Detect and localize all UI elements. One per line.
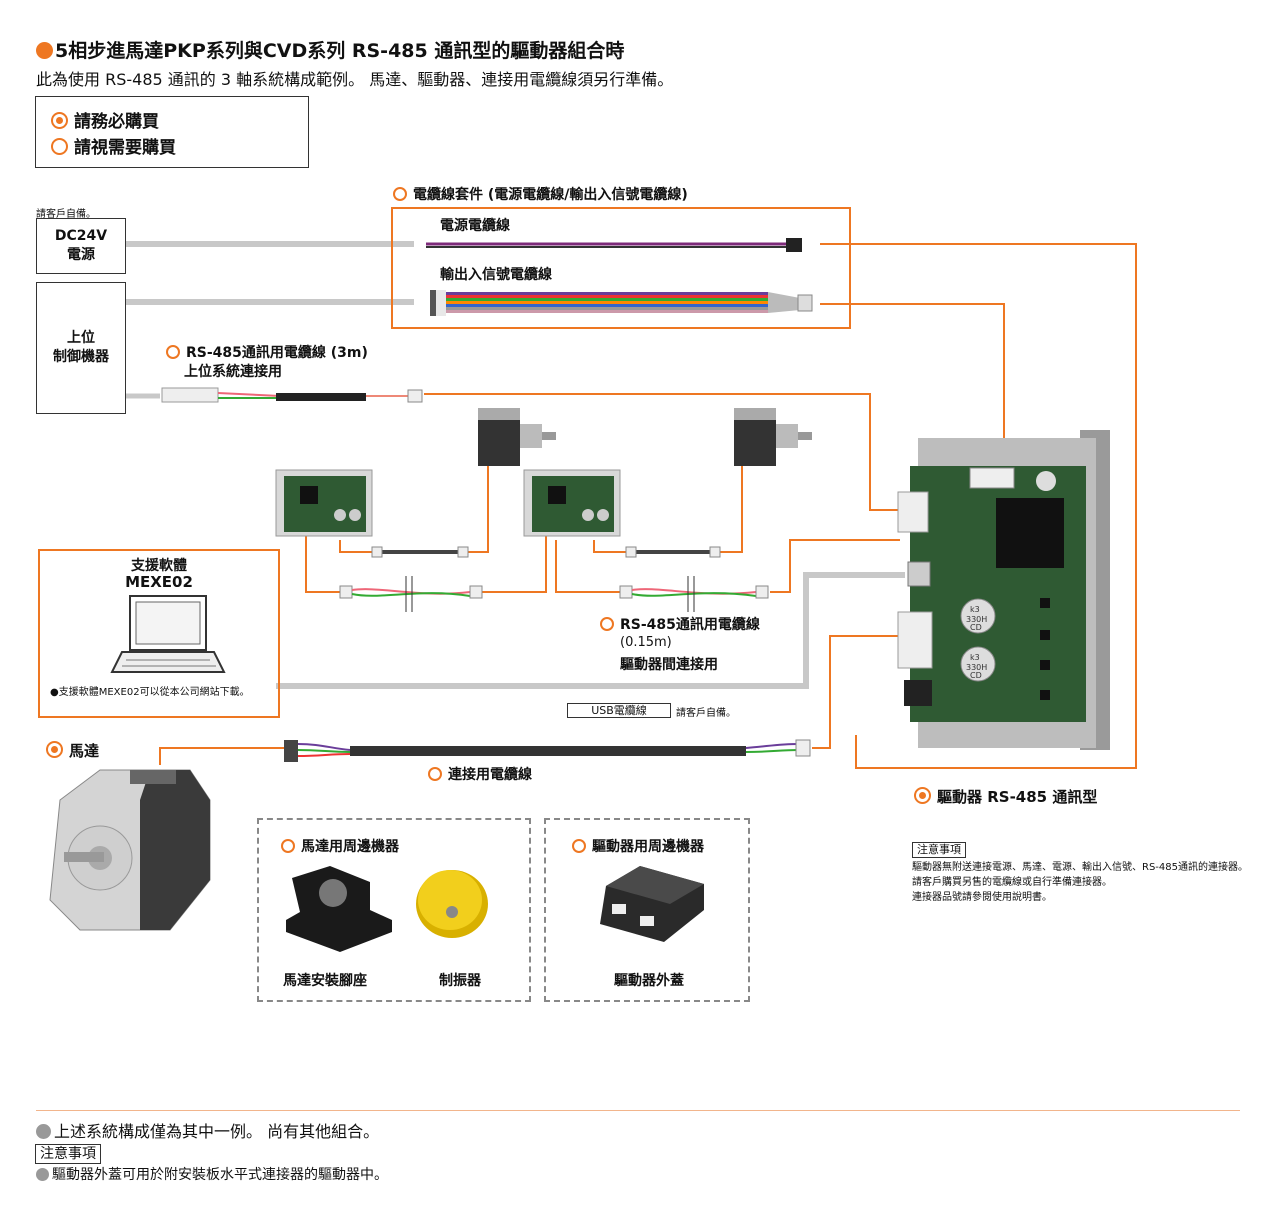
cable-kit-box[interactable] [391, 207, 851, 329]
rs485-inter-cable-length: (0.15m) [620, 635, 672, 650]
required-icon [914, 787, 931, 804]
svg-text:k3: k3 [970, 605, 980, 614]
rs485-inter-cable-label: RS-485通訊用電纜線 [600, 614, 760, 634]
svg-text:k3: k3 [970, 653, 980, 662]
motor-label: 馬達 [46, 740, 99, 761]
software-name: MEXE02 [125, 573, 193, 591]
power-cable-graphic [426, 238, 802, 252]
bullet-icon [36, 1124, 51, 1139]
legend-optional: 請視需要購買 [51, 133, 176, 158]
connection-lines [159, 243, 1137, 769]
software-box[interactable]: 支援軟體 MEXE02 ●支援軟體MEXE02可以從本公司網站下載。 [38, 549, 280, 718]
optional-icon [572, 839, 586, 853]
driver-cover-graphic [600, 866, 704, 942]
power-line [820, 243, 1137, 769]
small-motor-1 [478, 408, 556, 466]
optional-icon [166, 345, 180, 359]
legend: 請務必購買 請視需要購買 [35, 96, 309, 168]
mounting-bracket-label: 馬達安裝腳座 [283, 973, 367, 989]
rs485-host-cable-graphic [161, 387, 423, 403]
driver-note: 注意事項 驅動器無附送連接電源、馬達、電源、輸出入信號、RS-485通訊的連接器… [912, 838, 1248, 905]
driver-peripherals-title: 驅動器用周邊機器 [572, 836, 704, 856]
connection-cable-graphic [284, 739, 811, 762]
optional-icon [281, 839, 295, 853]
title-bullet-icon [36, 42, 53, 59]
connection-cable-label: 連接用電纜線 [428, 764, 532, 784]
required-icon [51, 112, 68, 129]
usb-cable-label: USB電纜線 [567, 703, 671, 718]
rs485-host-cable-label: RS-485通訊用電纜線 (3m) [166, 342, 368, 362]
usb-cable-line [276, 572, 905, 689]
io-cable-graphic [430, 290, 813, 316]
mounting-bracket-graphic [286, 866, 392, 952]
rs485-host-cable-sublabel: 上位系統連接用 [184, 364, 282, 380]
driver-note-tag: 注意事項 [912, 842, 966, 858]
footer-note-tag: 注意事項 [35, 1144, 101, 1164]
optional-icon [51, 138, 68, 155]
page-subtitle: 此為使用 RS-485 通訊的 3 軸系統構成範例。 馬達、驅動器、連接用電纜線… [36, 70, 674, 89]
optional-icon [428, 767, 442, 781]
small-motor-2 [734, 408, 812, 466]
power-cable-label: 電源電纜線 [440, 218, 510, 234]
usb-customer-note: 請客戶自備。 [676, 708, 736, 719]
svg-text:330H: 330H [966, 615, 987, 624]
optional-icon [600, 617, 614, 631]
cable-kit-title: 電纜線套件 (電源電纜線/輸出入信號電纜線) [393, 184, 688, 204]
optional-icon [393, 187, 407, 201]
svg-text:330H: 330H [966, 663, 987, 672]
inter-driver-cables [339, 576, 769, 612]
motor-peripherals-box[interactable]: 馬達用周邊機器 馬達安裝腳座 制振器 [257, 818, 531, 1002]
main-driver-graphic: k3 330H CD k3 330H CD [897, 430, 1110, 750]
motor-peripherals-title: 馬達用周邊機器 [281, 836, 399, 856]
page-title: 5相步進馬達PKP系列與CVD系列 RS-485 通訊型的驅動器組合時 [36, 36, 624, 63]
driver-label: 驅動器 RS-485 通訊型 [914, 786, 1097, 807]
customer-prepared-note: 請客戶自備。 [36, 209, 96, 220]
small-driver-1 [275, 469, 373, 537]
legend-required: 請務必購買 [51, 107, 159, 132]
io-cable-label: 輸出入信號電纜線 [440, 267, 552, 283]
stepper-motor-graphic [49, 769, 211, 931]
small-driver-2 [523, 469, 621, 537]
footer-note-1: 上述系統構成僅為其中一例。 尚有其他組合。 [36, 1118, 379, 1142]
host-controller-box[interactable]: 上位制御機器 [36, 282, 126, 414]
svg-text:CD: CD [970, 623, 982, 632]
driver-motor-cables [371, 546, 721, 558]
footer-note-2: 驅動器外蓋可用於附安裝板水平式連接器的驅動器中。 [36, 1164, 388, 1184]
footer-divider [36, 1110, 1240, 1111]
laptop-icon [110, 595, 226, 673]
damper-graphic [416, 870, 488, 938]
svg-text:CD: CD [970, 671, 982, 680]
driver-peripherals-box[interactable]: 驅動器用周邊機器 驅動器外蓋 [544, 818, 750, 1002]
bullet-icon [36, 1168, 49, 1181]
driver-note-line1: 驅動器無附送連接電源、馬達、電源、輸出入信號、RS-485通訊的連接器。 [912, 862, 1248, 873]
damper-label: 制振器 [439, 973, 481, 989]
required-icon [46, 741, 63, 758]
driver-cover-label: 驅動器外蓋 [614, 973, 684, 989]
rs485-inter-cable-use: 驅動器間連接用 [620, 657, 718, 673]
driver-note-line3: 連接器品號請參閱使用說明書。 [912, 892, 1052, 903]
software-title: 支援軟體 [131, 558, 187, 574]
software-note: ●支援軟體MEXE02可以從本公司網站下載。 [50, 687, 250, 698]
driver-note-line2: 請客戶購買另售的電纜線或自行準備連接器。 [912, 877, 1112, 888]
